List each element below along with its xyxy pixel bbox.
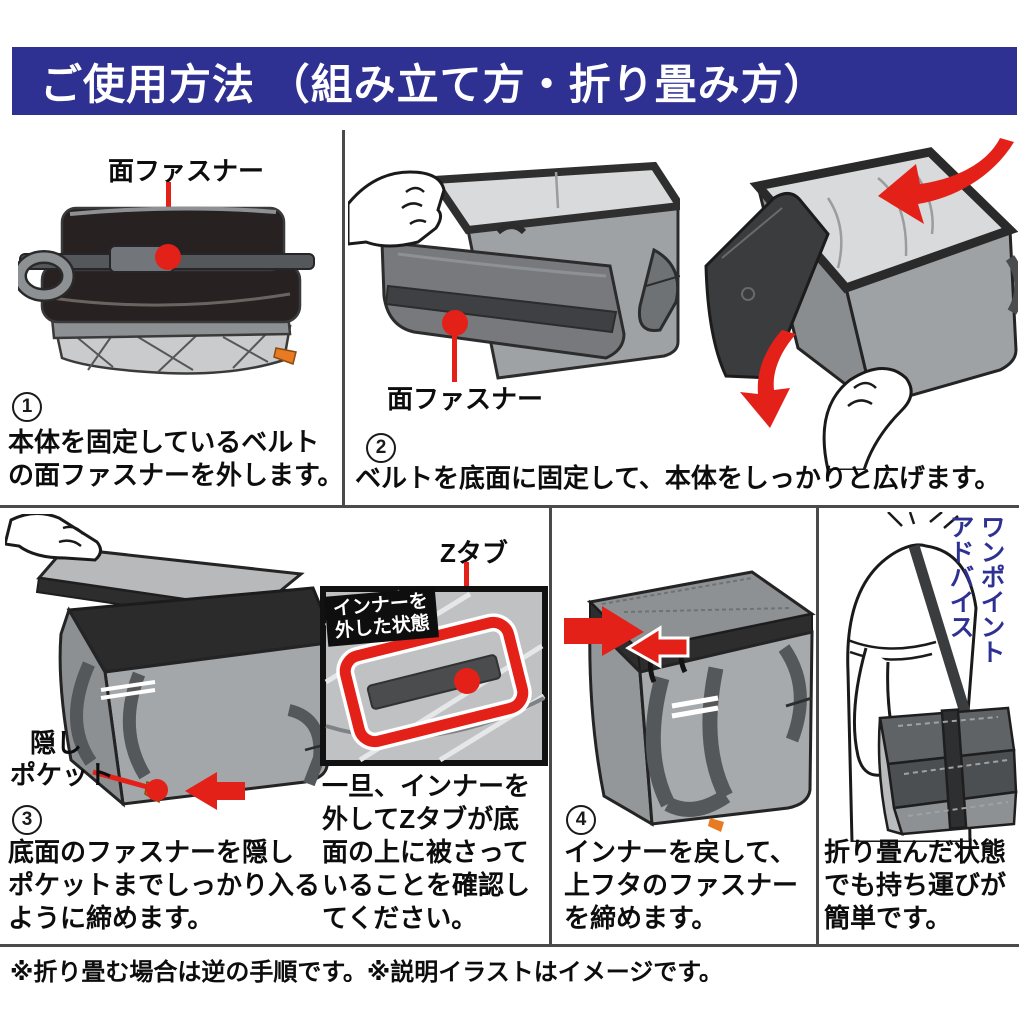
step3-callout-leader-line (92, 769, 152, 791)
shoulder-strap (908, 544, 974, 724)
closed-bag-zipper-arrows-illustration (564, 570, 816, 832)
ztab-text-line1: 一旦、インナーを (322, 771, 531, 801)
red-arrow-left-icon (185, 772, 245, 810)
hand-holding-flap (822, 367, 913, 470)
step3-text-line3: ように締めます。 (8, 903, 214, 933)
inner-removed-note: インナーを 外した状態 (324, 587, 439, 647)
ztab-callout: Zタブ (440, 538, 508, 568)
step1-text-line1: 本体を固定しているベルト (8, 427, 320, 457)
advice-title-col1: ワンポイント (977, 514, 1005, 664)
ztab-text-line4: いることを確認し (322, 870, 531, 900)
step4-text-line3: を締めます。 (564, 903, 718, 933)
ztab-text-line3: 面の上に被さって (322, 837, 529, 867)
divider-vertical-top (342, 130, 345, 506)
divider-horizontal-mid (0, 505, 1019, 508)
red-arrow-right-icon (564, 606, 644, 656)
page-title: ご使用方法 （組み立て方・折り畳み方） (40, 60, 827, 108)
dark-side-flap (704, 192, 830, 380)
advice-text-line1: 折り畳んだ状態 (824, 837, 1007, 867)
folded-bag-illustration (18, 206, 315, 375)
ztab-text-line2: 外してZタブが底 (322, 804, 520, 834)
divider-vertical-ztab-step4 (549, 508, 552, 945)
divider-horizontal-bottom (0, 944, 1019, 947)
red-curved-arrow-bottom-icon (740, 330, 796, 428)
step1-callout-dot (155, 244, 181, 270)
advice-text-line3: 簡単です。 (824, 903, 952, 933)
ztab-text-line5: てください。 (322, 903, 478, 933)
step2-number-badge: 2 (366, 433, 396, 463)
open-bag-front-flap-illustration (348, 161, 680, 380)
orange-zipper-pull (708, 818, 724, 832)
step2-text: ベルトを底面に固定して、本体をしっかりと広げます。 (355, 463, 1001, 493)
step1-text-line2: の面ファスナーを外します。 (8, 460, 344, 490)
step2-callout-leader-line (452, 332, 457, 382)
step1-velcro-callout: 面ファスナー (108, 156, 265, 186)
step3-hidden-pocket-callout-line1: 隠し (30, 728, 83, 758)
step4-text-line2: 上フタのファスナー (564, 870, 799, 900)
red-arrow-left-icon (625, 625, 690, 669)
step2-callout-dot (442, 310, 468, 336)
ztab-highlight-ring (339, 616, 529, 748)
bag-lid-lift-illustration (5, 514, 338, 810)
ztab-callout-dot (454, 668, 480, 694)
person-carrying-folded-bag-illustration (846, 512, 1018, 842)
orange-zipper-pull (273, 347, 297, 365)
step3-callout-dot (146, 779, 168, 801)
step3-text-line2: ポケットまでしっかり入る (8, 870, 321, 900)
step3-number-badge: 3 (12, 805, 42, 835)
hand-pulling-flap (348, 170, 446, 248)
step4-number-badge: 4 (566, 805, 596, 835)
hand-lifting-lid (5, 514, 102, 562)
step4-text-line1: インナーを戻して、 (564, 837, 796, 867)
advice-text-line2: でも持ち運びが (824, 870, 1007, 900)
step2-velcro-callout: 面ファスナー (387, 384, 544, 414)
red-curved-arrow-top-icon (878, 138, 1014, 224)
spread-bag-red-arrows-illustration (704, 138, 1018, 470)
divider-vertical-step4-advice (816, 508, 819, 945)
header-bar: ご使用方法 （組み立て方・折り畳み方） (12, 47, 1017, 115)
step3-hidden-pocket-callout-line2: ポケット (10, 760, 115, 790)
one-point-advice-title: ワンポイント アドバイス (944, 514, 1006, 754)
advice-title-col2: アドバイス (946, 514, 974, 639)
footnote: ※折り畳む場合は逆の手順です。※説明イラストはイメージです。 (10, 959, 723, 986)
step3-text-line1: 底面のファスナーを隠し (8, 837, 295, 867)
step1-number-badge: 1 (12, 392, 42, 422)
